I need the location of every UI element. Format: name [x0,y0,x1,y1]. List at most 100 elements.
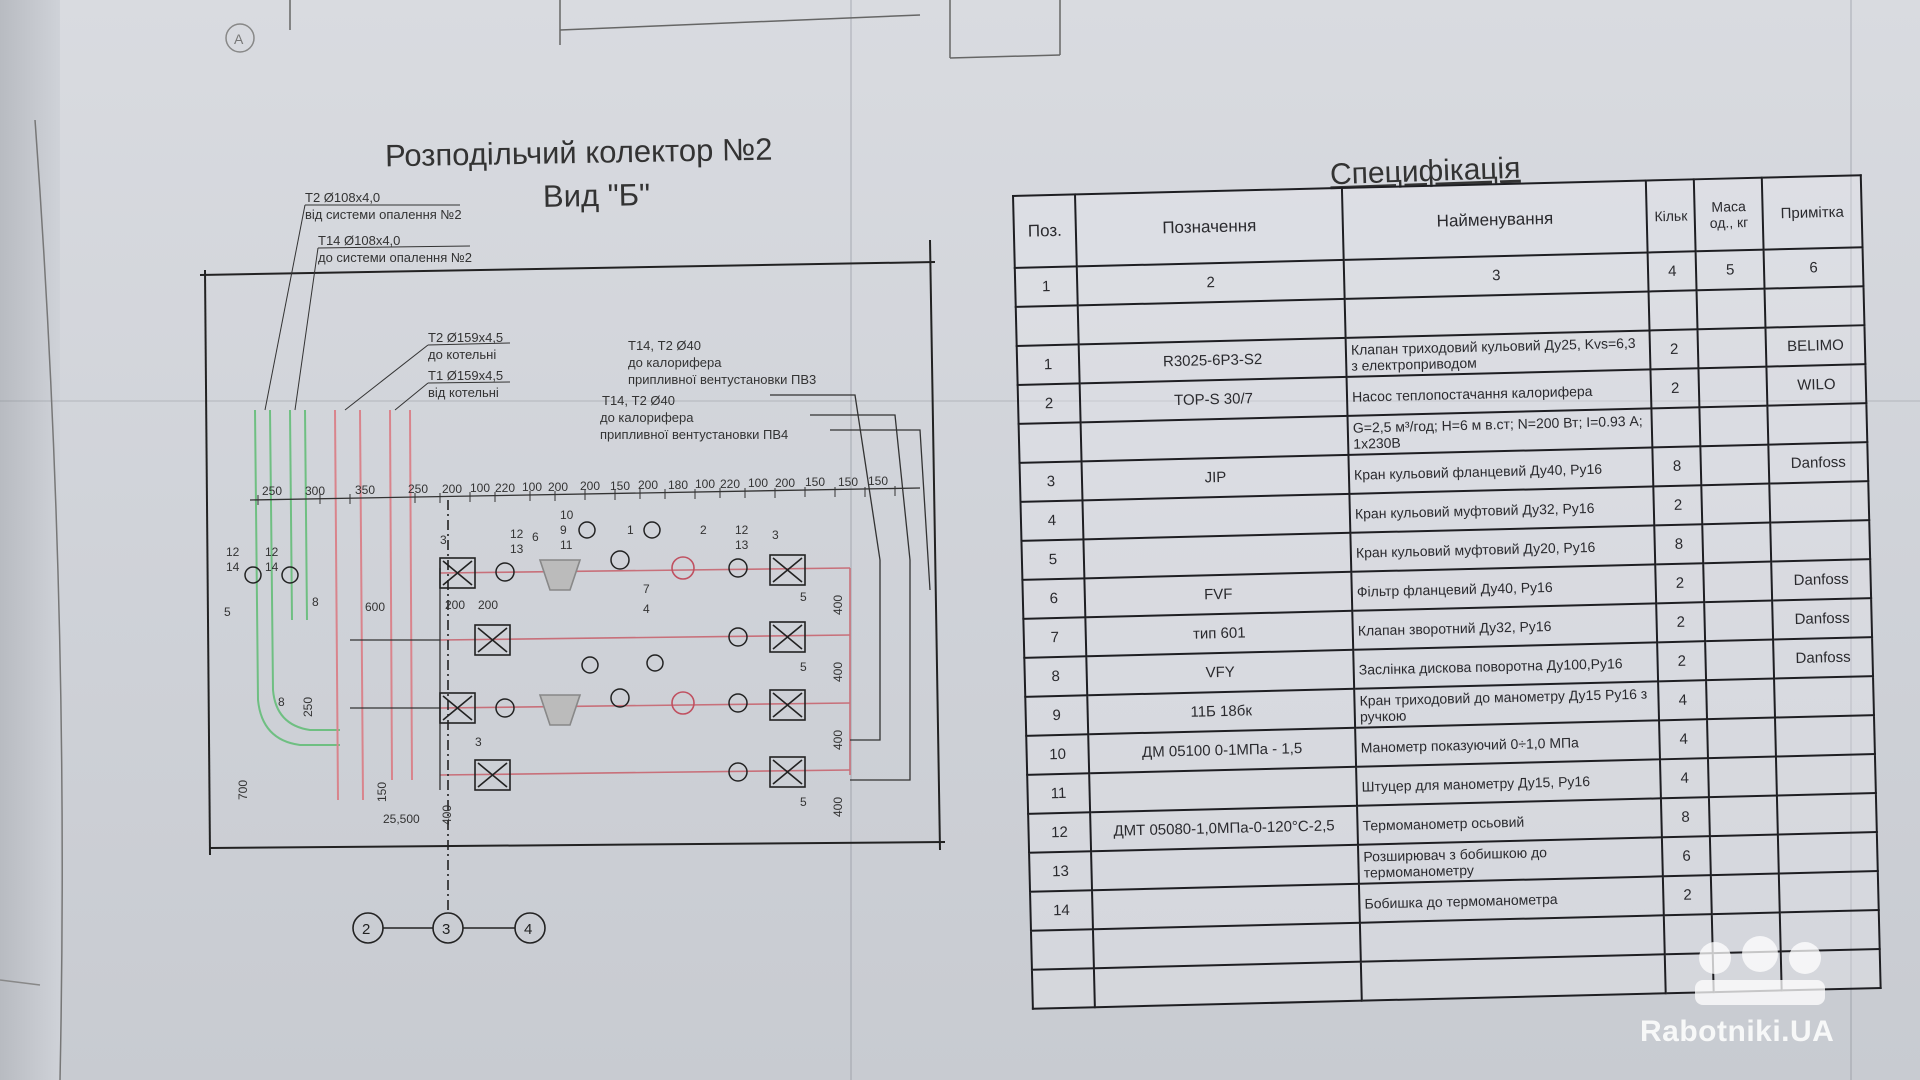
dimension-label: 400 [831,594,846,616]
callout-number: 1 [627,523,634,537]
row-qty [1648,290,1698,331]
callout-number: 7 [643,582,650,596]
dimension-label: 400 [440,804,455,826]
row-qty: 2 [1663,875,1712,916]
callout-number: 5 [800,590,807,604]
callout-number: 9 [560,523,567,537]
dimension-label: 220 [720,477,741,491]
row-code: тип 601 [1085,610,1354,657]
row-mass [1696,288,1766,330]
row-mass [1707,717,1777,759]
spec-table: Поз. Позначення Найменування Кільк Маса … [1012,174,1882,1010]
pump-symbols [671,556,695,715]
row-pos [1018,422,1082,463]
row-pos: 4 [1020,500,1084,541]
row-code [1089,766,1358,813]
row-qty: 8 [1654,524,1704,565]
dimension-label: 220 [495,481,516,495]
callout-number: 11 [560,538,573,552]
callout-number: 5 [800,795,807,809]
axis-4-label: 4 [524,921,532,938]
row-code [1093,961,1362,1008]
dimension-label: 250 [408,482,429,496]
pipe-label: Т14, Т2 Ø40 [628,338,701,353]
pipe-label: Т14 Ø108х4,0 [318,233,401,248]
row-mass [1710,834,1779,876]
watermark-text: Rabotniki.UA [1640,1015,1835,1048]
dimension-label: 150 [375,781,390,803]
callout-number: 10 [560,508,574,522]
dimension-label: 200 [638,478,659,492]
pipe-label: до системи опалення №2 [318,250,473,265]
dimension-label: 100 [695,477,716,491]
row-mass [1705,639,1775,681]
row-mass [1706,678,1776,720]
callout-number: 12 [510,527,524,541]
row-qty: 8 [1661,797,1711,838]
dimension-label: 100 [522,480,543,494]
callout-number: 12 [735,523,749,537]
col-number: 4 [1647,251,1697,292]
pipe-label: Т1 Ø159х4,5 [428,368,504,383]
callout-number: 8 [312,595,319,609]
row-pos: 12 [1028,812,1091,853]
col-number: 1 [1014,266,1078,307]
row-name [1360,954,1666,1001]
row-note: Danfoss [1768,442,1869,484]
row-mass [1700,444,1770,486]
axis-3-label: 3 [442,921,450,938]
row-note [1774,676,1874,718]
col-number: 6 [1763,247,1864,289]
row-pos: 5 [1021,539,1085,580]
row-mass [1708,756,1777,798]
row-pos: 9 [1025,695,1089,736]
paper-fold [0,400,1920,402]
dimension-label: 200 [580,479,601,493]
pipe-label: Т14, Т2 Ø40 [602,393,675,408]
row-note: Danfoss [1772,598,1873,640]
watermark-logo [1695,936,1825,1005]
callout-number: 3 [440,533,447,547]
row-note: Danfoss [1771,559,1872,601]
dimension-label: 400 [831,661,846,683]
row-pos: 3 [1019,461,1083,502]
dimension-label: 250 [301,696,316,718]
col-header-pos: Поз. [1013,194,1077,268]
col-number: 2 [1076,259,1345,306]
diagram-subtitle: Вид "Б" [542,177,651,214]
row-note [1775,715,1875,757]
row-note [1778,871,1879,913]
row-qty: 4 [1659,719,1709,760]
row-pos: 6 [1022,578,1086,619]
row-qty: 4 [1658,680,1708,721]
row-note [1776,754,1876,796]
row-qty: 4 [1660,758,1710,799]
row-note: BELIMO [1765,325,1866,367]
row-qty: 2 [1657,641,1707,682]
row-mass [1699,405,1769,447]
callout-number: 5 [224,605,231,619]
axis-2-label: 2 [362,921,370,938]
row-code [1083,532,1352,579]
row-note: Danfoss [1773,637,1874,679]
row-note [1767,403,1868,445]
callout-number: 13 [510,542,524,556]
callout-number: 2 [700,523,707,537]
dimension-label: 350 [355,483,376,497]
row-qty: 2 [1655,563,1705,604]
row-code [1080,415,1349,462]
row-note [1769,481,1870,523]
row-pos: 14 [1030,890,1093,931]
row-note: WILO [1766,364,1867,406]
row-qty: 2 [1649,329,1699,370]
gauge-symbols [244,521,748,782]
row-code: VFY [1086,649,1355,696]
row-qty: 6 [1662,836,1712,877]
dimension-label: 300 [305,484,326,498]
row-note [1777,832,1878,874]
dimension-label: 25,500 [383,812,420,826]
row-pos [1031,968,1095,1009]
callout-number: 8 [278,695,285,709]
callout-number: 6 [532,530,539,544]
